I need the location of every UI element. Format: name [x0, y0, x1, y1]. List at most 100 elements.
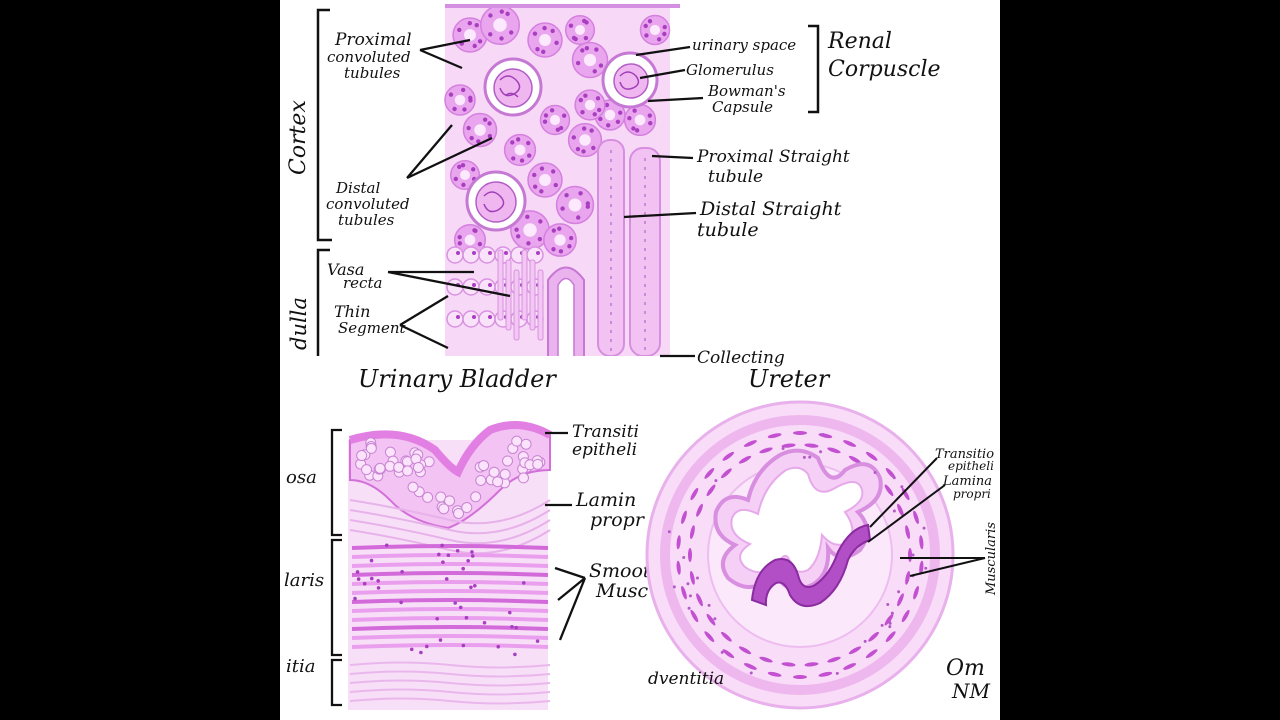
- bladder-smooth-line2: Musc: [595, 580, 648, 602]
- muscle-fiber: [781, 443, 796, 448]
- muscle-nucleus: [355, 570, 360, 574]
- muscle-nucleus: [496, 644, 501, 649]
- muscle-fiber: [901, 609, 910, 623]
- muscle-nucleus: [409, 647, 414, 652]
- epithelial-cell: [532, 458, 544, 470]
- collecting-label: Collecting: [697, 348, 785, 368]
- muscle-nucleus: [376, 586, 381, 590]
- muscle-fiber: [905, 525, 911, 539]
- connective-nucleus: [707, 603, 711, 607]
- connective-nucleus: [897, 590, 901, 594]
- ureter-lamina-line2: propri: [953, 487, 991, 501]
- distal-convoluted-line3: tubules: [338, 211, 395, 229]
- ureter-outer-layer: [660, 415, 940, 695]
- epithelial-cell: [444, 495, 456, 507]
- muscle-nucleus: [507, 610, 512, 615]
- bladder-section: [348, 421, 552, 710]
- muscle-fiber: [793, 431, 807, 435]
- bladder-title: Urinary Bladder: [358, 365, 557, 393]
- epithelial-cell: [520, 438, 532, 450]
- ureter-leaders: [867, 457, 986, 577]
- ureter-muscularis-label: Muscularis: [984, 522, 999, 596]
- muscle-nucleus: [470, 550, 474, 554]
- muscle-fiber: [738, 455, 752, 464]
- connective-nucleus: [892, 476, 896, 480]
- glomerulus-label: Glomerulus: [686, 61, 774, 79]
- bladder-smooth-line1: Smoot: [589, 560, 651, 582]
- epithelial-cell: [501, 455, 513, 467]
- tubule-cross-section: [574, 89, 606, 121]
- epithelial-cell: [412, 461, 424, 473]
- connective-nucleus: [672, 585, 676, 589]
- muscle-nucleus: [466, 558, 470, 563]
- muscle-fiber: [696, 503, 703, 517]
- ureter-nuclei: [667, 432, 928, 675]
- renal-corpuscle-bracket: [808, 24, 820, 114]
- muscle-fiber: [884, 613, 894, 626]
- vasa-recta-vessel: [529, 259, 536, 331]
- muscle-fiber: [767, 433, 782, 439]
- connective-nucleus: [890, 611, 894, 615]
- muscle-nucleus: [356, 577, 361, 581]
- connective-nucleus: [835, 671, 839, 675]
- tubule-cross-section: [503, 133, 537, 167]
- muscle-nucleus: [440, 543, 444, 548]
- connective-nucleus: [720, 650, 724, 654]
- connective-nucleus: [687, 606, 691, 610]
- bladder-cells: [355, 435, 546, 519]
- ureter-lamina-line1: Lamina: [942, 474, 992, 489]
- muscle-nucleus: [461, 643, 466, 648]
- muscle-fiber: [689, 571, 695, 585]
- muscle-nucleus: [455, 548, 460, 553]
- ureter-adventitia-label: dventitia: [648, 669, 724, 689]
- connective-nucleus: [802, 455, 806, 459]
- tubule-cross-section: [479, 4, 521, 46]
- muscle-nucleus: [353, 596, 357, 601]
- smooth-muscle-fiber: [351, 625, 549, 631]
- muscle-nucleus: [437, 552, 441, 557]
- bowmans-capsule-line1: Bowman's: [707, 82, 786, 100]
- epithelial-cell: [461, 502, 473, 514]
- smooth-muscle-leader: [554, 566, 587, 641]
- muscle-nucleus: [419, 650, 423, 655]
- epithelial-cell: [453, 507, 465, 519]
- muscle-nucleus: [513, 652, 517, 657]
- connective-nucleus: [911, 553, 915, 557]
- muscularis-bracket: [330, 538, 342, 657]
- thin-segment: [478, 246, 496, 264]
- epithelial-cell: [499, 468, 511, 480]
- straight-tubules: [547, 139, 661, 356]
- connective-nucleus: [686, 582, 690, 586]
- connective-nucleus: [821, 432, 825, 436]
- tubule-cross-section: [639, 14, 671, 46]
- connective-nucleus: [713, 617, 717, 621]
- muscle-nucleus: [438, 638, 443, 642]
- cortex-label: Cortex: [286, 100, 311, 175]
- tubule-cross-section: [444, 84, 476, 116]
- muscle-fiber: [885, 467, 896, 479]
- smooth-muscle-fiber: [351, 562, 549, 568]
- muscle-fiber: [897, 503, 904, 517]
- muscle-fiber: [818, 671, 833, 677]
- medulla-bracket: [316, 248, 330, 356]
- urinary-space-label: urinary space: [692, 36, 796, 54]
- bladder-muscularis-label: laris: [284, 570, 324, 591]
- tubule-cross-section: [571, 41, 609, 79]
- vasa-recta-vessel: [513, 269, 520, 341]
- muscle-fiber: [690, 487, 699, 501]
- distal-convoluted-line1: Distal: [335, 179, 380, 197]
- muscle-fiber: [706, 613, 716, 626]
- thin-segment: [478, 310, 496, 328]
- proximal-convoluted-line2: convoluted: [327, 48, 411, 66]
- smooth-muscle-fiber: [351, 598, 549, 604]
- muscle-fiber: [868, 631, 879, 642]
- muscle-fiber: [827, 447, 841, 454]
- epithelial-cell: [356, 450, 368, 462]
- muscle-nucleus: [521, 581, 526, 585]
- thin-segment: [446, 310, 464, 328]
- bladder-labels: Urinary Bladder Transiti epitheli Lamin …: [284, 365, 651, 677]
- muscle-fiber: [721, 468, 732, 479]
- connective-nucleus: [888, 621, 892, 625]
- epithelial-cell: [470, 491, 482, 503]
